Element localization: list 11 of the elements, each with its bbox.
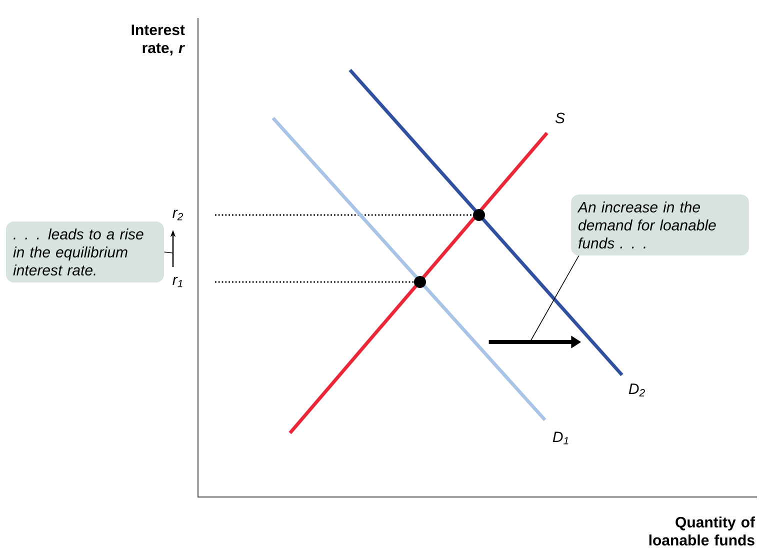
rate-label: r$_{2}$ — [172, 210, 183, 220]
rate-label: r$_{1}$ — [172, 276, 182, 288]
curve-label: S — [555, 112, 565, 124]
leader-line — [164, 252, 174, 254]
curve-label: D$_{2}$ — [628, 384, 645, 396]
axis-title: Interest rate, r — [132, 24, 185, 56]
axis-title: Quantity of loanable funds — [649, 516, 756, 546]
callout-box: An increase in the demand for loanable funds . . . — [571, 194, 749, 256]
curve-label: D$_{1}$ — [552, 432, 568, 444]
callout-box: . . . leads to a rise in the equilibrium interest rate. — [6, 222, 164, 282]
leader-line — [530, 255, 580, 342]
